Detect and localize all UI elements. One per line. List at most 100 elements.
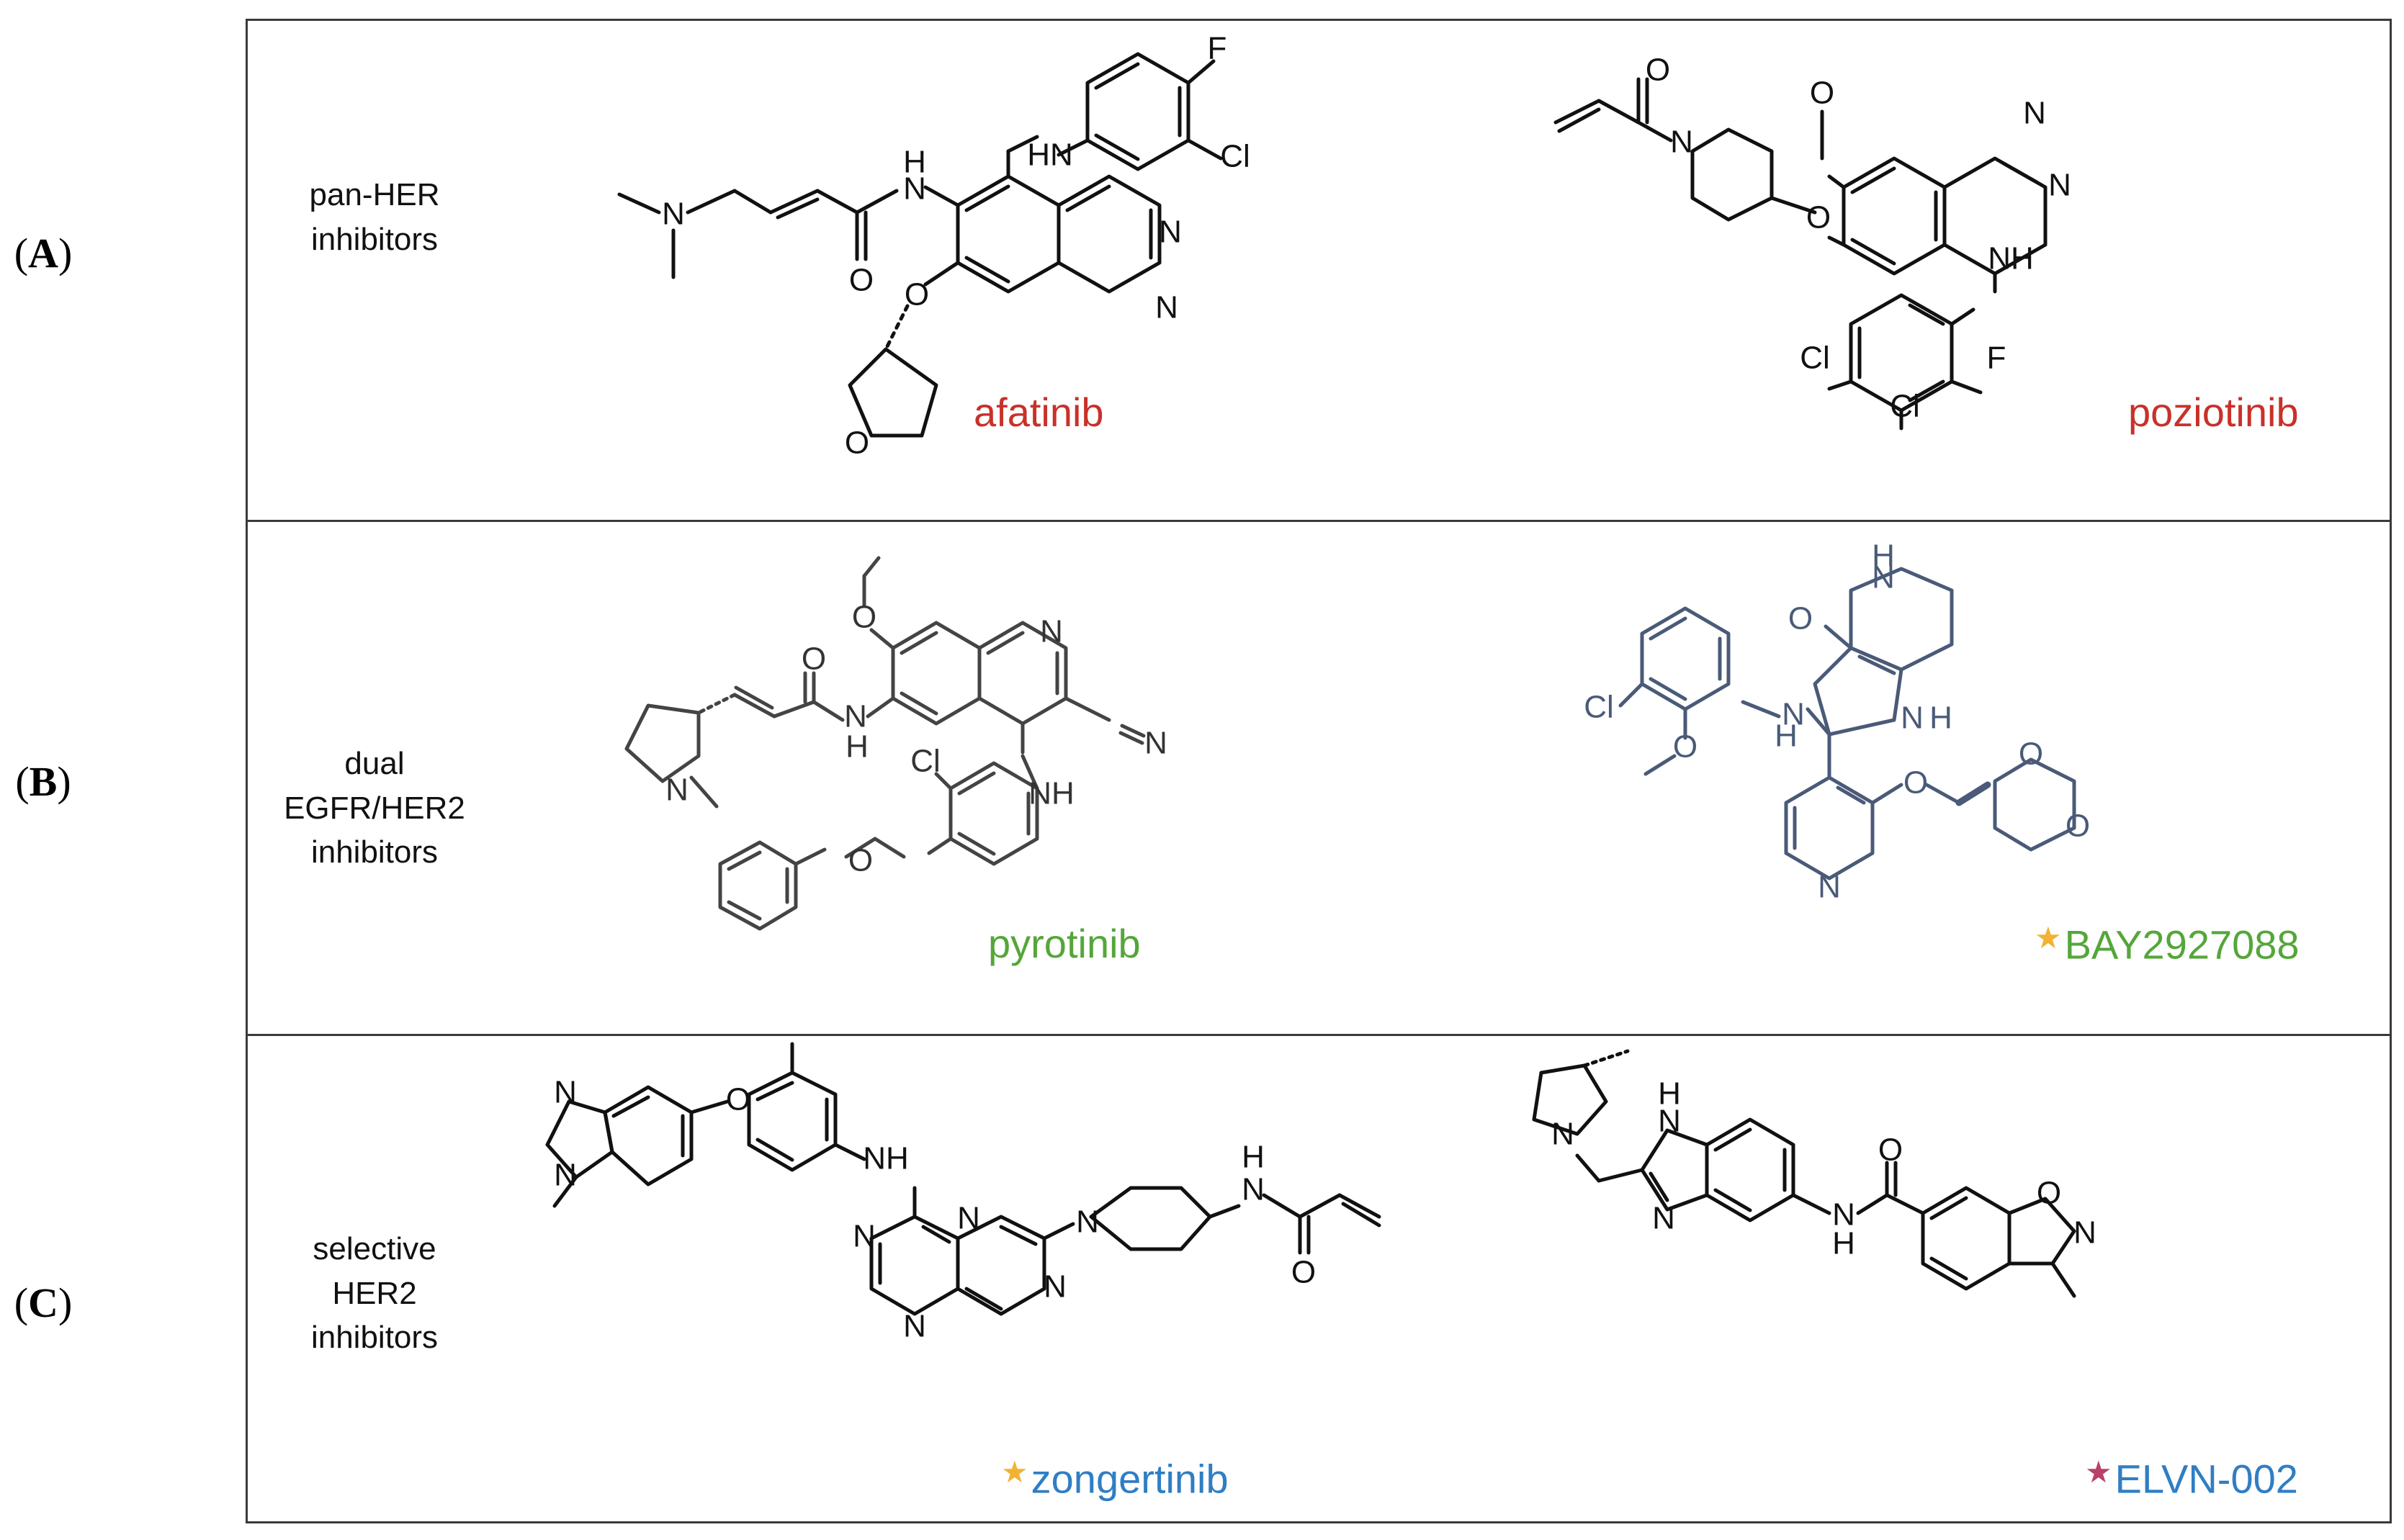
atom-label: H xyxy=(1929,701,1952,736)
category-line: selective xyxy=(313,1231,436,1266)
atom-label: Cl xyxy=(1220,139,1250,174)
atom-label: O xyxy=(802,641,826,677)
atom-label: N xyxy=(1901,701,1924,736)
row-divider-2 xyxy=(246,1034,2392,1036)
atom-label: N xyxy=(1159,215,1182,250)
afatinib-structure: F HN Cl N H N N O N O O xyxy=(617,31,1250,461)
drug-name: zongertinib xyxy=(1031,1456,1229,1502)
drug-name-elvn002: ★ELVN-002 xyxy=(2085,1454,2298,1503)
atom-label: N xyxy=(1818,870,1841,905)
category-label-a: pan-HER inhibitors xyxy=(256,173,493,261)
atom-label: N xyxy=(1652,1201,1675,1236)
atom-label: H xyxy=(1775,719,1798,754)
atom-label: H xyxy=(903,145,926,180)
atom-label: N xyxy=(1872,560,1895,595)
poziotinib-structure: O O N N N O NH Cl F Cl xyxy=(1553,53,2071,431)
category-line: inhibitors xyxy=(310,1320,439,1356)
row-label-a: (A) xyxy=(14,230,73,276)
drug-name: ELVN-002 xyxy=(2114,1456,2298,1502)
atom-label: N xyxy=(903,1309,926,1344)
category-line: HER2 xyxy=(332,1275,417,1311)
atom-label: O xyxy=(1878,1133,1903,1168)
drug-name-afatinib: afatinib xyxy=(974,389,1104,436)
atom-label: N xyxy=(1242,1172,1265,1207)
atom-label: H xyxy=(1832,1226,1855,1261)
category-line: inhibitors xyxy=(310,834,439,870)
atom-label: N xyxy=(844,699,867,734)
atom-label: O xyxy=(1788,601,1813,636)
star-icon: ★ xyxy=(1001,1455,1028,1489)
atom-label: O xyxy=(2037,1176,2061,1211)
category-line: dual xyxy=(344,746,405,781)
category-line: pan-HER xyxy=(309,177,440,212)
atom-label: N xyxy=(2073,1215,2096,1251)
drug-name-bay2927088: ★BAY2927088 xyxy=(2035,920,2300,968)
atom-label: NH xyxy=(1988,241,2034,276)
drug-name: afatinib xyxy=(974,389,1104,435)
atom-label: N xyxy=(665,773,689,808)
atom-label: N xyxy=(957,1201,980,1236)
atom-label: H xyxy=(1658,1076,1681,1112)
table-frame xyxy=(246,19,2392,1523)
atom-label: O xyxy=(2066,809,2090,844)
atom-label: H xyxy=(1872,539,1895,574)
drug-name: pyrotinib xyxy=(988,921,1141,966)
category-label-c: selective HER2 inhibitors xyxy=(256,1227,493,1360)
star-icon: ★ xyxy=(2035,921,2062,955)
atom-label: F xyxy=(1208,31,1227,66)
atom-label: N xyxy=(554,1158,577,1193)
atom-label: N xyxy=(554,1075,577,1110)
atom-label: N xyxy=(1670,125,1693,160)
atom-label: N xyxy=(2048,168,2071,203)
drug-name: poziotinib xyxy=(2128,389,2299,435)
atom-label: N xyxy=(1782,697,1805,732)
star-icon: ★ xyxy=(2085,1455,2112,1489)
row-divider-1 xyxy=(246,520,2392,522)
atom-label: HN xyxy=(1027,138,1073,173)
category-line: EGFR/HER2 xyxy=(284,790,465,826)
atom-label: N xyxy=(1076,1204,1099,1240)
atom-label: O xyxy=(726,1082,750,1117)
atom-label: H xyxy=(846,729,869,765)
row-label-b: (B) xyxy=(15,758,71,805)
drug-name: BAY2927088 xyxy=(2064,922,2300,968)
atom-label: O xyxy=(845,425,869,461)
row-label-c: (C) xyxy=(14,1279,73,1326)
atom-label: O xyxy=(852,600,876,635)
atom-label: N xyxy=(1144,726,1167,761)
atom-label: O xyxy=(1673,729,1697,765)
category-line: inhibitors xyxy=(310,221,439,257)
atom-label: O xyxy=(848,843,873,878)
atom-label: O xyxy=(1806,200,1831,235)
atom-label: N xyxy=(903,171,926,207)
atom-label: N xyxy=(1040,614,1063,649)
atom-label: O xyxy=(905,277,929,312)
atom-label: H xyxy=(1242,1140,1265,1175)
drug-name-pyrotinib: pyrotinib xyxy=(988,920,1141,967)
atom-label: O xyxy=(1646,53,1670,88)
atom-label: N xyxy=(1832,1197,1855,1233)
drug-name-zongertinib: ★zongertinib xyxy=(1001,1454,1229,1503)
atom-label: Cl xyxy=(1584,690,1614,725)
atom-label: O xyxy=(1903,765,1928,801)
atom-label: F xyxy=(1987,341,2006,376)
atom-label: O xyxy=(849,263,874,298)
elvn002-structure: N H N N O N H O N xyxy=(1532,1049,2096,1298)
atom-label: NH xyxy=(863,1141,909,1176)
atom-label: N xyxy=(1658,1104,1681,1139)
atom-label: Cl xyxy=(1800,341,1830,376)
pyrotinib-structure: O N O N H N N Cl NH N O xyxy=(624,556,1167,931)
atom-label: N xyxy=(662,197,685,232)
atom-label: O xyxy=(1291,1255,1316,1290)
atom-label: Cl xyxy=(910,744,941,779)
atom-label: N xyxy=(1551,1117,1574,1152)
atom-label: N xyxy=(1155,290,1178,325)
bay2927088-structure: H N O Cl N H N H O O O O N xyxy=(1584,539,2090,905)
zongertinib-structure: N N O NH N N N N N N H N O xyxy=(545,1042,1381,1344)
atom-label: NH xyxy=(1028,776,1075,811)
atom-label: O xyxy=(2019,737,2043,772)
atom-label: Cl xyxy=(1890,389,1920,424)
category-label-b: dual EGFR/HER2 inhibitors xyxy=(256,742,493,875)
atom-label: N xyxy=(2023,96,2046,131)
atom-label: N xyxy=(853,1219,876,1254)
